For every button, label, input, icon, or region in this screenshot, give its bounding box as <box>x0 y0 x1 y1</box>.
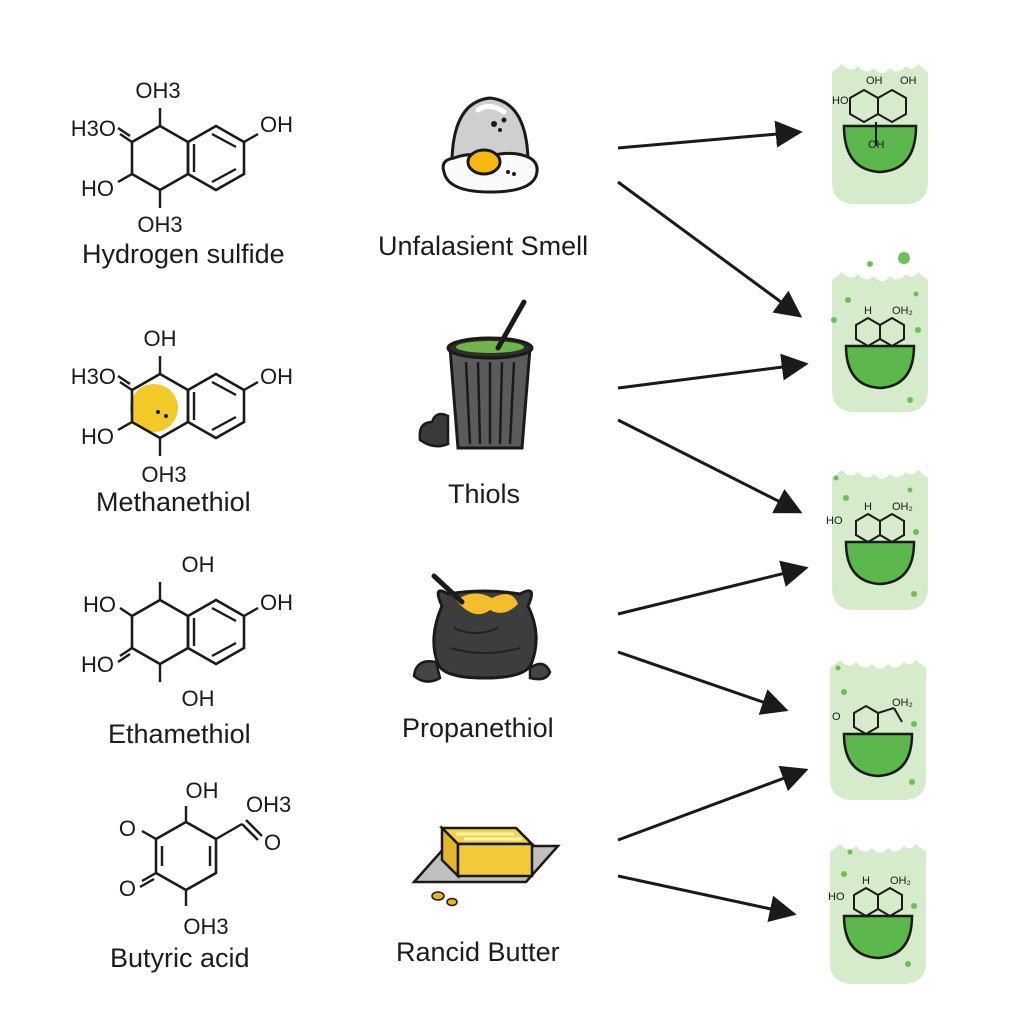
group-top: OH <box>186 778 219 803</box>
receptor-group: OH₂ <box>890 875 911 887</box>
source-label-1: Unfalasient Smell <box>378 231 589 261</box>
arrow-6 <box>617 650 789 715</box>
receptor-group: OH <box>900 75 917 87</box>
receptor-cell-1: HO OH OH OH <box>832 64 928 204</box>
group-top: OH3 <box>135 78 180 103</box>
arrow-5 <box>617 560 809 616</box>
butter-icon <box>411 824 561 907</box>
arrow-1 <box>617 120 803 150</box>
svg-text:O: O <box>264 830 281 855</box>
sulfur-highlight <box>130 384 178 432</box>
arrow-4 <box>617 418 803 514</box>
receptor-group: OH₂ <box>892 697 913 709</box>
group-left-top: O <box>119 816 136 841</box>
receptor-group: HO <box>832 95 849 107</box>
group-bottom: OH3 <box>141 462 186 487</box>
group-right: OH <box>260 364 293 389</box>
receptor-cell-4: O OH₂ <box>830 660 926 800</box>
receptor-group: OH <box>866 75 883 87</box>
compound-name-3: Ethamethiol <box>108 719 251 749</box>
compound-structure-1: OH3 H3O HO OH3 OH <box>71 78 293 237</box>
receptor-group: OH <box>868 139 885 151</box>
source-label-4: Rancid Butter <box>396 937 560 967</box>
compound-structure-2: OH H3O HO OH3 OH <box>71 326 293 487</box>
receptor-group: HO <box>828 891 845 903</box>
group-left-bottom: O <box>119 876 136 901</box>
receptor-cell-5: HO H OH₂ <box>828 844 926 984</box>
group-right: OH <box>260 112 293 137</box>
group-bottom: OH3 <box>137 212 182 237</box>
arrow-8 <box>617 874 797 923</box>
group-right: OH3 <box>246 792 291 817</box>
compound-name-1: Hydrogen sulfide <box>82 239 285 269</box>
compound-name-2: Methanethiol <box>96 487 251 517</box>
receptor-group: O <box>832 711 841 723</box>
group-right: OH <box>260 590 293 615</box>
receptor-cell-3: HO H OH₂ <box>826 470 928 610</box>
receptor-group: H <box>862 875 870 887</box>
arrow-7 <box>617 765 809 842</box>
rotten-egg-icon <box>441 96 539 194</box>
receptor-group: H <box>864 501 872 513</box>
group-left-top: H3O <box>71 116 116 141</box>
group-left-top: H3O <box>71 364 116 389</box>
receptor-group: HO <box>826 515 843 527</box>
arrow-2 <box>617 180 803 318</box>
receptor-group: OH₂ <box>892 305 913 317</box>
group-bottom: OH3 <box>183 914 228 939</box>
group-left-top: HO <box>83 592 116 617</box>
group-bottom: OH <box>182 686 215 711</box>
compound-structure-4: OH O O OH3 OH3 O <box>119 778 291 939</box>
group-left-bottom: HO <box>81 652 114 677</box>
source-label-3: Propanethiol <box>402 713 554 743</box>
trash-can-icon <box>418 299 534 450</box>
compound-structure-3: OH HO HO OH OH <box>81 552 293 711</box>
receptor-cell-2: H OH₂ <box>831 252 928 412</box>
group-top: OH <box>144 326 177 351</box>
receptor-group: H <box>864 305 872 317</box>
group-left-bottom: HO <box>81 424 114 449</box>
source-label-2: Thiols <box>448 479 521 509</box>
arrows <box>617 120 809 923</box>
garbage-bag-icon <box>412 573 552 683</box>
group-left-bottom: HO <box>81 176 114 201</box>
receptor-group: OH₂ <box>892 501 913 513</box>
compound-name-4: Butyric acid <box>110 943 250 973</box>
group-top: OH <box>182 552 215 577</box>
arrow-3 <box>617 353 809 390</box>
